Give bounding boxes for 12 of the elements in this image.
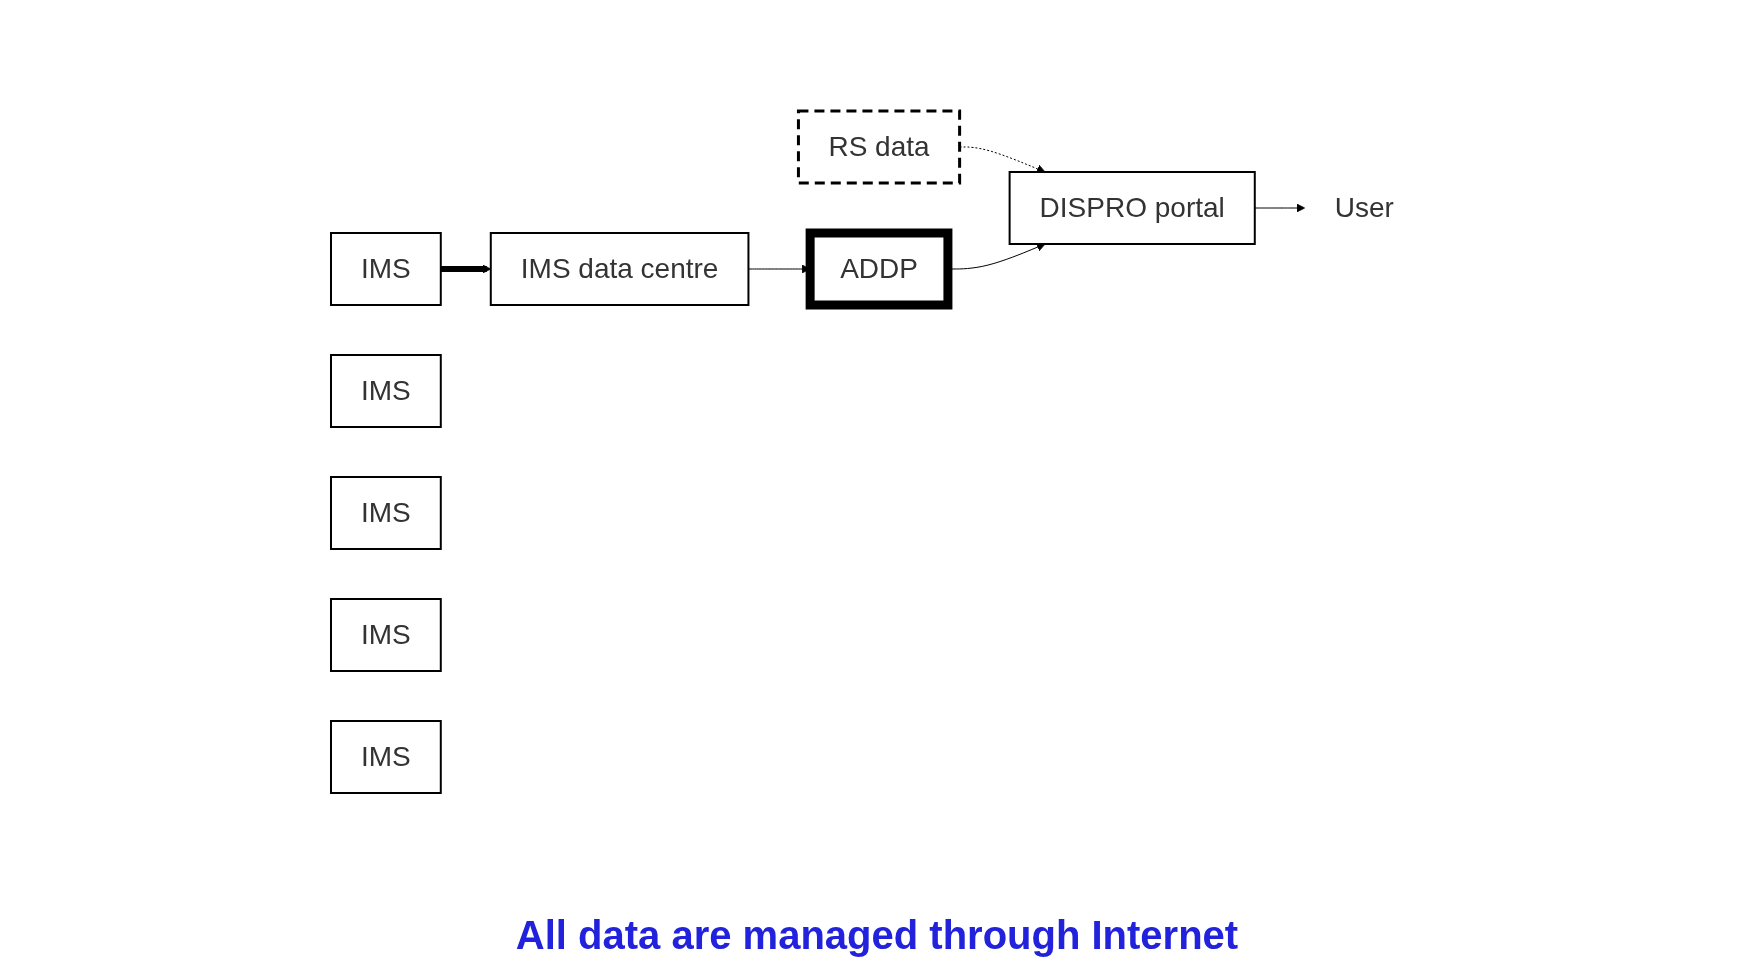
node-box: RS data	[796, 109, 961, 184]
node-box: IMS	[329, 353, 442, 428]
node-text: User	[1334, 191, 1394, 223]
arrow	[440, 264, 491, 273]
node-box: ADDP	[805, 228, 952, 309]
node-box: DISPRO portal	[1008, 170, 1256, 245]
note-text: All data are managed through Internet	[515, 913, 1239, 958]
node-box: IMS	[329, 597, 442, 672]
node-box: IMS	[329, 475, 442, 550]
node-box: IMS data centre	[489, 231, 749, 306]
node-box: IMS	[329, 231, 442, 306]
node-box: IMS	[329, 719, 442, 794]
